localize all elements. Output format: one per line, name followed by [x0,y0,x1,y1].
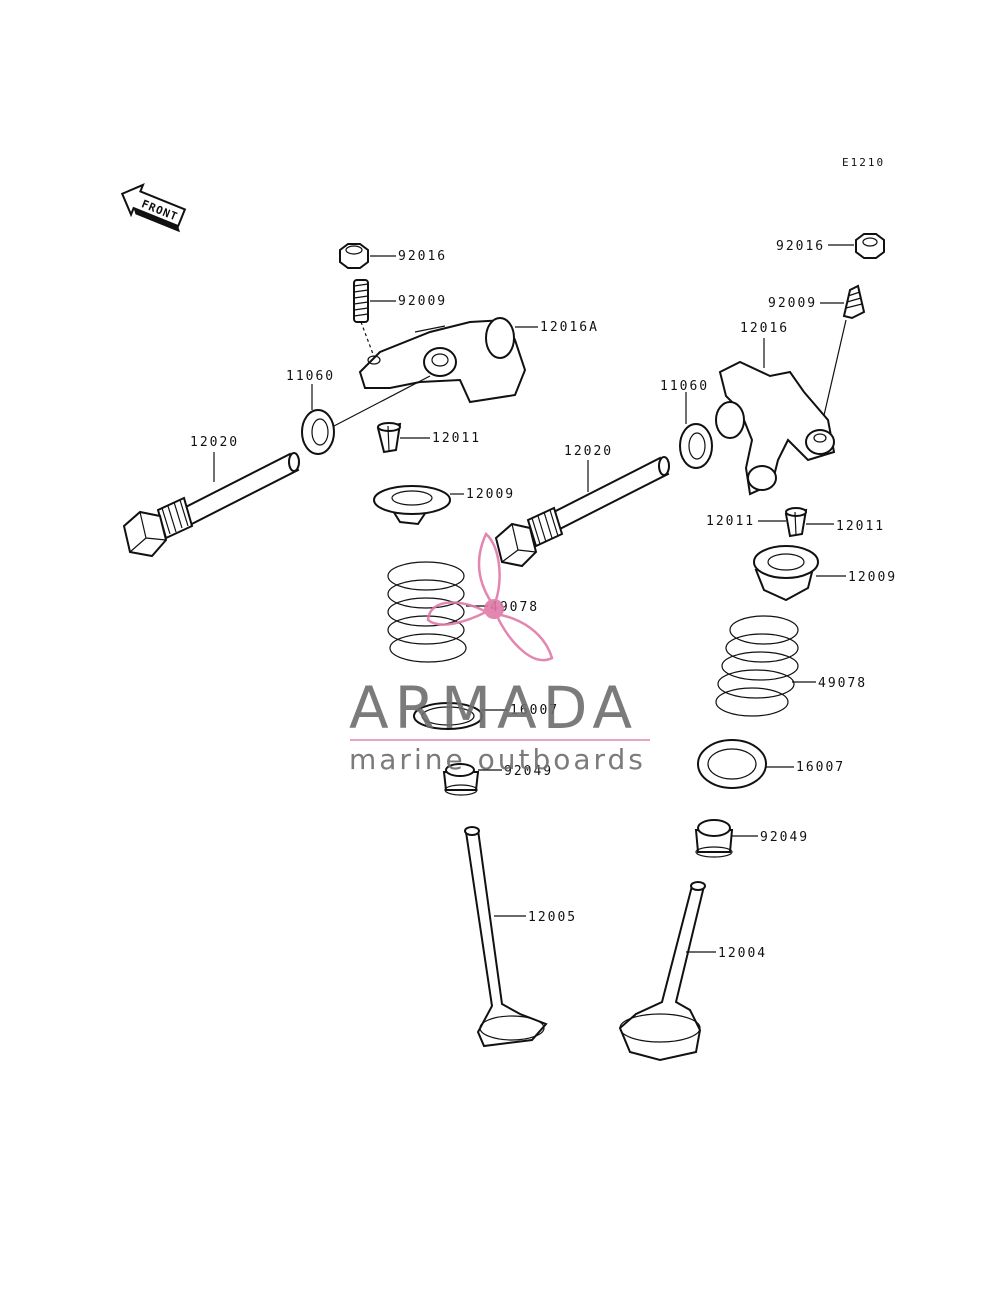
washer-right [679,423,713,469]
label-valve-left: 12005 [528,910,577,925]
collet-right [784,507,808,538]
label-seat-left: 16007 [510,703,559,718]
valve-right [618,881,706,1062]
washer-left [301,409,335,455]
shaft-right [494,456,670,568]
collet-left [376,422,402,454]
stud-right [842,284,866,320]
stud-left [353,279,369,323]
seat-right [697,739,767,789]
nut-left [339,243,369,269]
label-collet-left: 12011 [432,431,481,446]
label-collet-right-a: 12011 [706,514,755,529]
label-collet-right-b: 12011 [836,519,885,534]
label-retainer-left: 12009 [466,487,515,502]
label-nut-left: 92016 [398,249,447,264]
seat-left [413,702,483,730]
seal-right [694,819,734,858]
label-stud-right: 92009 [768,296,817,311]
label-shaft-right: 12020 [564,444,613,459]
label-stud-left: 92009 [398,294,447,309]
propeller-icon [426,531,554,662]
seal-left [442,763,480,796]
label-seal-right: 92049 [760,830,809,845]
label-seal-left: 92049 [504,764,553,779]
spring-right [715,615,799,717]
rocker-arm-right [715,360,836,496]
front-arrow-icon: FRONT [120,183,187,233]
label-shaft-left: 12020 [190,435,239,450]
label-valve-right: 12004 [718,946,767,961]
retainer-left [373,485,451,526]
nut-right [855,233,885,259]
retainer-right [753,545,819,602]
spring-left [387,561,467,663]
shaft-left [122,452,300,558]
label-seat-right: 16007 [796,760,845,775]
label-rocker-left: 12016A [540,320,599,335]
watermark-brand: ARMADA [349,674,638,742]
label-rocker-right: 12016 [740,321,789,336]
armada-logo: ARMADA marine outboards [349,531,650,776]
diagram-code: E1210 [842,156,885,169]
label-washer-right: 11060 [660,379,709,394]
valve-left [464,826,548,1048]
label-spring-right: 49078 [818,676,867,691]
label-retainer-right: 12009 [848,570,897,585]
watermark-tagline: marine outboards [349,743,646,776]
label-nut-right: 92016 [776,239,825,254]
label-washer-left: 11060 [286,369,335,384]
rocker-arm-left [358,317,527,404]
